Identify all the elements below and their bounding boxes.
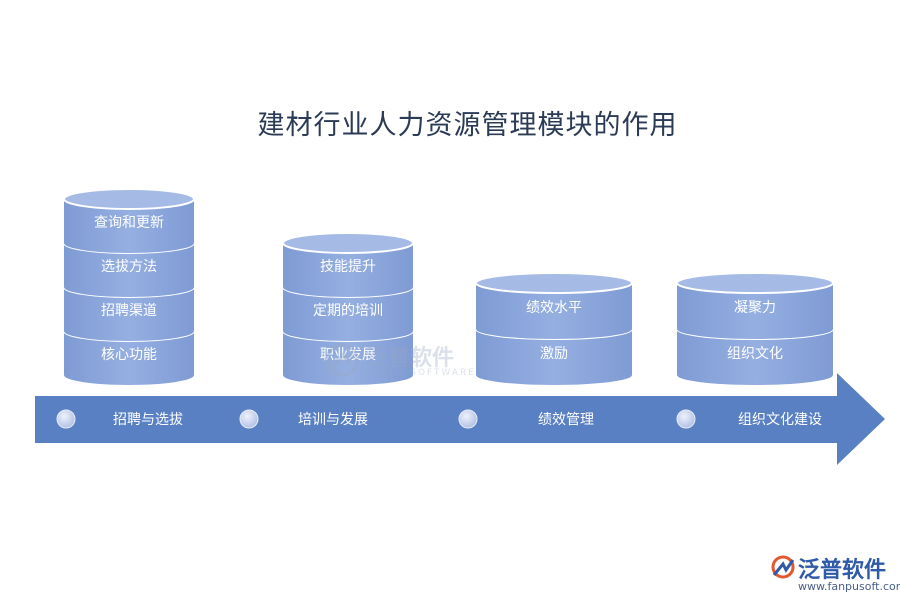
cylinder-layer-label: 核心功能 <box>101 347 157 363</box>
timeline-dot <box>239 409 259 429</box>
cylinder-body <box>283 287 413 341</box>
cylinder-layer-label: 定期的培训 <box>313 303 383 319</box>
cylinder-body <box>476 329 632 385</box>
cylinder-layer: 技能提升 <box>282 232 414 297</box>
cylinder-rim <box>676 272 834 294</box>
cylinder-layer: 绩效水平 <box>475 272 633 339</box>
watermark-subtitle: FANPU SOFTWARE <box>366 368 476 378</box>
cylinder-body <box>283 331 413 385</box>
cylinder-rim <box>63 188 195 210</box>
stage-label: 培训与发展 <box>298 412 368 428</box>
cylinder-body <box>283 243 413 297</box>
cylinder-layer-label: 激励 <box>540 345 568 362</box>
brand-logo: 泛普软件 www.fanpusoft.com <box>770 552 900 598</box>
cylinder-body <box>64 331 194 385</box>
cylinder-rim <box>282 232 414 254</box>
cylinder-layer-label: 选拔方法 <box>101 259 157 275</box>
cylinder-layer-label: 凝聚力 <box>734 300 776 316</box>
cylinder-body <box>476 283 632 339</box>
cylinder-body <box>64 243 194 297</box>
watermark-name: 泛普软件 <box>366 346 455 371</box>
stage-label: 招聘与选拔 <box>113 412 183 428</box>
stage-label: 绩效管理 <box>538 412 594 428</box>
brand-url: www.fanpusoft.com <box>798 580 900 593</box>
watermark: 泛普软件 FANPU SOFTWARE <box>322 340 474 384</box>
cylinder-layer: 查询和更新 <box>63 188 195 253</box>
cylinder-layer: 凝聚力 <box>676 272 834 339</box>
cylinder-layer-label: 绩效水平 <box>526 300 582 316</box>
timeline-dot <box>676 409 696 429</box>
cylinder-layer-label: 职业发展 <box>320 347 376 363</box>
brand-name: 泛普软件 <box>798 558 887 583</box>
timeline-dot <box>56 409 76 429</box>
cylinder-layer-label: 招聘渠道 <box>101 303 157 319</box>
cylinder-body <box>677 283 833 339</box>
timeline-dot <box>458 409 478 429</box>
cylinder-body <box>677 329 833 385</box>
cylinder-rim <box>475 272 633 294</box>
cylinder-body <box>64 199 194 253</box>
cylinder-layer-label: 技能提升 <box>320 259 376 275</box>
cylinder-layer-label: 查询和更新 <box>94 215 164 231</box>
fanpu-logo-icon <box>771 555 795 579</box>
timeline-labels: 招聘与选拔 培训与发展 绩效管理 组织文化建设 <box>56 409 822 429</box>
watermark-logo-icon <box>325 343 359 377</box>
diagram-title: 建材行业人力资源管理模块的作用 <box>257 110 678 141</box>
cylinder-body <box>64 287 194 341</box>
stage-label: 组织文化建设 <box>738 412 822 428</box>
cylinder-layer-label: 组织文化 <box>727 346 783 362</box>
